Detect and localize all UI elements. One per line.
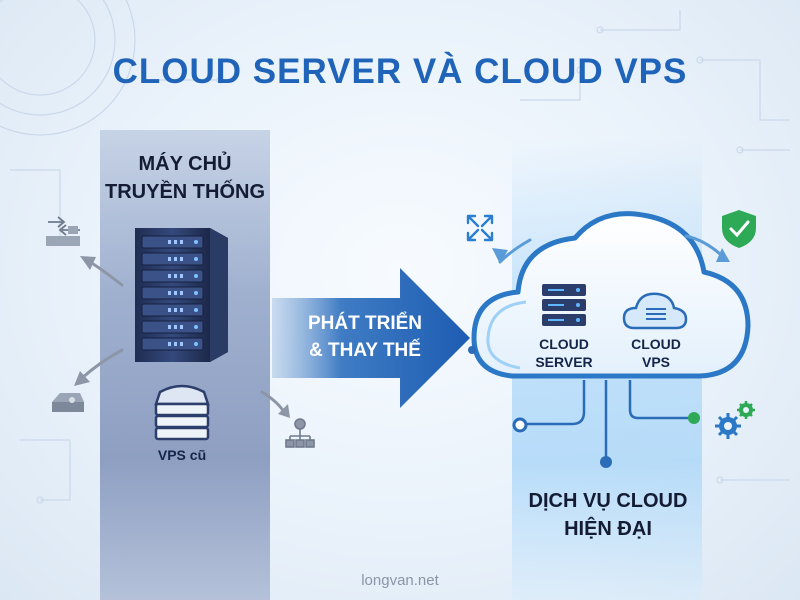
hard-disk-icon	[52, 393, 84, 412]
modern-cloud-heading: DỊCH VỤ CLOUD HIỆN ĐẠI	[500, 487, 716, 543]
connector-nodes	[512, 412, 700, 468]
rack-unit-light	[174, 342, 177, 346]
rack-unit-light	[168, 274, 171, 278]
rack-unit-light	[174, 291, 177, 295]
transition-arrow-label: PHÁT TRIỂN & THAY THẾ	[290, 310, 440, 364]
connector-dot	[468, 346, 476, 354]
circuit-decoration	[0, 0, 790, 504]
rack-unit	[141, 269, 204, 283]
old-vps-label: VPS cũ	[157, 447, 207, 463]
rack-unit-led	[194, 291, 198, 295]
traditional-server-heading-line2: TRUYỀN THỐNG	[105, 181, 265, 203]
cloud-connectors	[524, 380, 690, 458]
rack-unit-led	[194, 240, 198, 244]
cloud-vps-label: CLOUD VPS	[618, 335, 694, 371]
shield-check-icon	[722, 210, 756, 248]
traditional-server-heading-line1: MÁY CHỦ	[138, 153, 232, 175]
hierarchy-icon	[285, 418, 315, 448]
modern-cloud-heading-line2: HIỆN ĐẠI	[564, 518, 652, 540]
rack-unit-light	[180, 325, 183, 329]
cloud-vps-icon	[622, 292, 688, 330]
rack-unit-light	[180, 308, 183, 312]
rack-unit	[141, 252, 204, 266]
cloud-server-label-line1: CLOUD	[539, 336, 589, 352]
rack-unit-light	[168, 257, 171, 261]
traditional-server-panel	[100, 130, 270, 600]
rack-unit-light	[168, 325, 171, 329]
rack-unit	[141, 286, 204, 300]
rack-unit-light	[180, 274, 183, 278]
old-vps-icon	[154, 384, 210, 441]
page-title: CLOUD SERVER VÀ CLOUD VPS	[112, 52, 688, 91]
rack-unit-led	[194, 325, 198, 329]
cloud-shape	[471, 211, 751, 379]
rack-unit-light	[174, 257, 177, 261]
transition-arrow-label-line1: PHÁT TRIỂN	[308, 313, 422, 334]
rack-unit-light	[180, 257, 183, 261]
rack-unit-light	[168, 291, 171, 295]
rack-unit	[141, 303, 204, 317]
rack-unit-light	[174, 308, 177, 312]
transition-arrow	[272, 268, 470, 408]
rack-unit-light	[168, 240, 171, 244]
cloud-server-icon	[542, 284, 586, 326]
rack-unit	[141, 320, 204, 334]
rack-unit	[141, 337, 204, 351]
cloud-server-label: CLOUD SERVER	[524, 335, 604, 371]
rack-unit-light	[168, 308, 171, 312]
traditional-server-heading: MÁY CHỦ TRUYỀN THỐNG	[90, 150, 280, 206]
rack-unit-light	[180, 342, 183, 346]
cloud-vps-label-line2: VPS	[641, 354, 670, 370]
rack-unit-light	[180, 291, 183, 295]
rack-unit-led	[194, 308, 198, 312]
rack-unit-light	[174, 240, 177, 244]
rack-unit-led	[194, 274, 198, 278]
rack-unit	[141, 235, 204, 249]
rack-unit-light	[168, 342, 171, 346]
rack-unit-light	[180, 240, 183, 244]
rack-unit-led	[194, 257, 198, 261]
cloud-server-label-line2: SERVER	[535, 354, 593, 370]
modern-cloud-heading-line1: DỊCH VỤ CLOUD	[528, 490, 688, 512]
cloud-vps-label-line1: CLOUD	[631, 336, 681, 352]
transition-arrow-label-line2: & THAY THẾ	[309, 340, 421, 361]
expand-arrows-icon	[466, 214, 494, 242]
network-switch-icon	[46, 216, 80, 246]
footer-brand: longvan.net	[361, 572, 439, 589]
rack-unit-light	[174, 325, 177, 329]
rack-unit-led	[194, 342, 198, 346]
rack-unit-light	[174, 274, 177, 278]
gears-icon	[715, 401, 755, 439]
